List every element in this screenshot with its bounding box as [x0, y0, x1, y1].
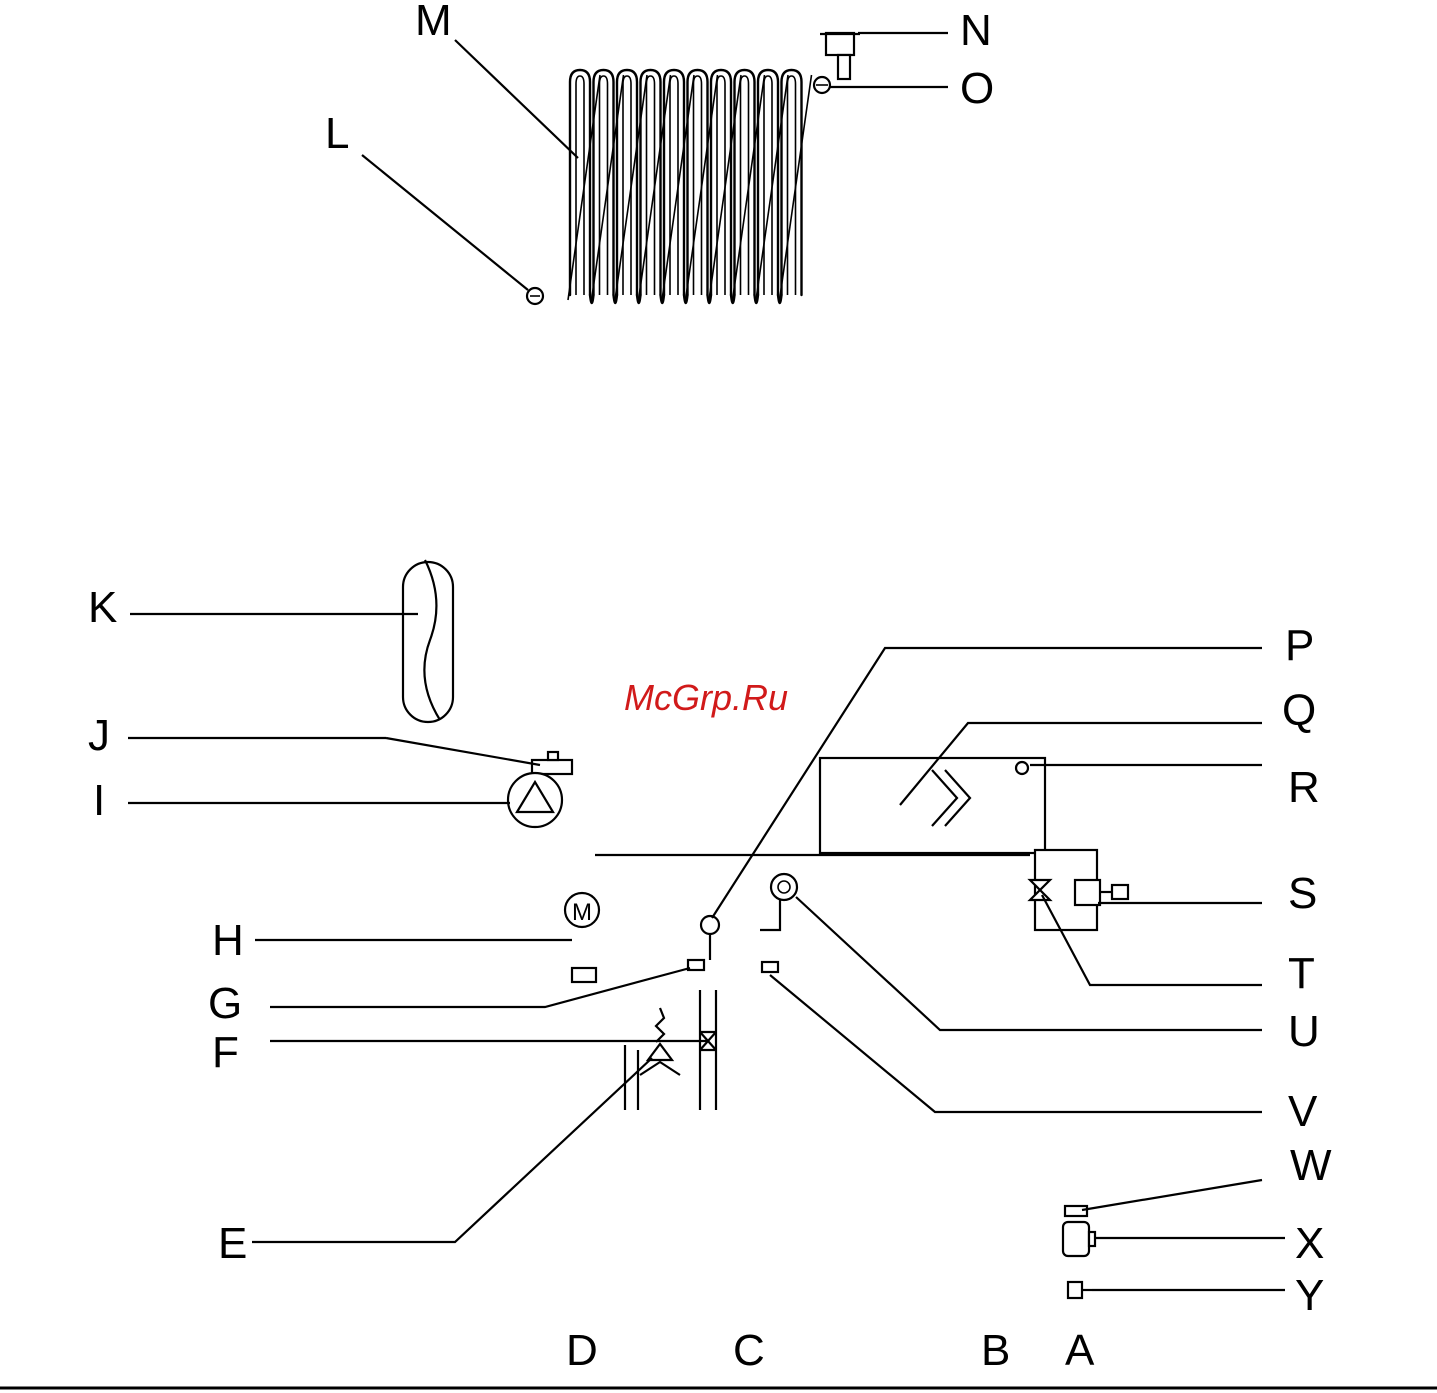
label-A: A [1065, 1326, 1095, 1375]
coil-loop-inner [717, 76, 725, 295]
pump-air-vent-J [532, 752, 572, 774]
label-J: J [88, 711, 110, 760]
label-P: P [1285, 621, 1314, 670]
label-O: O [960, 64, 994, 113]
expansion-vessel-K [403, 560, 453, 722]
pressure-gauge-U [771, 874, 797, 900]
coil-loop-inner [623, 76, 631, 295]
label-R: R [1288, 763, 1320, 812]
label-I: I [93, 776, 105, 825]
label-X: X [1295, 1219, 1324, 1268]
label-G: G [208, 979, 242, 1028]
label-S: S [1288, 869, 1317, 918]
dhw-sensor-R [1016, 762, 1028, 774]
label-Y: Y [1295, 1271, 1324, 1320]
coil-loop-inner [741, 76, 749, 295]
label-K: K [88, 583, 117, 632]
inlet-filter-X [1063, 1222, 1095, 1256]
coil-loop-inner [576, 76, 584, 295]
fitting-G [688, 960, 704, 970]
circulating-pump-I [508, 773, 562, 827]
label-B: B [981, 1326, 1010, 1375]
fitting-V [762, 962, 778, 972]
flow-sensor-L [527, 288, 543, 304]
label-W: W [1290, 1141, 1332, 1190]
watermark: McGrp.Ru [624, 677, 788, 718]
primary-heat-exchanger-coil [568, 70, 812, 303]
coil-loop-inner [647, 76, 655, 295]
svg-text:M: M [572, 899, 592, 926]
label-D: D [566, 1326, 598, 1375]
coil-loop-inner [694, 76, 702, 295]
label-L: L [325, 109, 349, 158]
air-vent-N [820, 33, 860, 79]
label-Q: Q [1282, 686, 1316, 735]
plate-heat-exchanger-Q [820, 758, 1045, 853]
label-C: C [733, 1326, 765, 1375]
valve-body-box [595, 855, 1030, 930]
coil-loop-inner [600, 76, 608, 295]
pipe-vessel-to-pump [427, 720, 510, 803]
coil-loop-inner [764, 76, 772, 295]
label-V: V [1288, 1087, 1318, 1136]
inlet-fitting-W [1065, 1206, 1087, 1216]
overheat-thermostat-O [814, 77, 830, 93]
label-N: N [960, 6, 992, 55]
flow-switch-S [1035, 850, 1128, 930]
coil-loop-inner [788, 76, 796, 295]
label-E: E [218, 1219, 247, 1268]
label-H: H [212, 916, 244, 965]
label-T: T [1288, 949, 1315, 998]
inlet-tap-Y [1068, 1282, 1092, 1298]
label-U: U [1288, 1007, 1320, 1056]
coil-loop-inner [670, 76, 678, 295]
label-F: F [212, 1028, 239, 1077]
label-M: M [415, 0, 452, 45]
